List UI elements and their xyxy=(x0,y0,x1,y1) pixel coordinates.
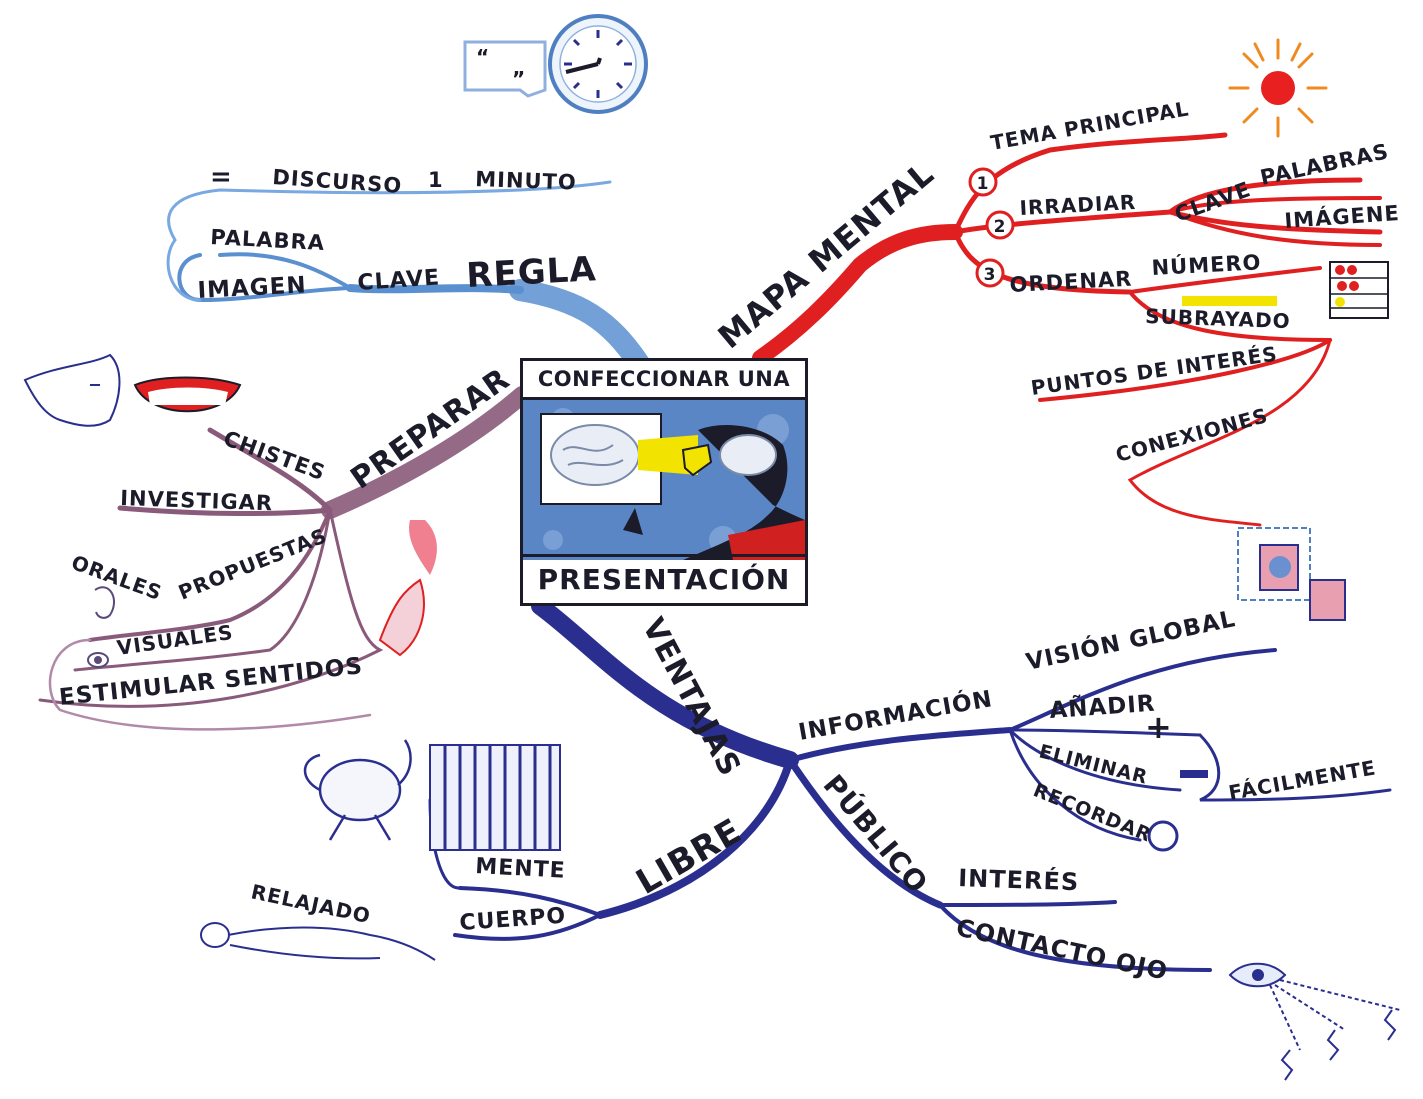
step-circles: 1 2 3 xyxy=(968,167,1015,288)
step-3-circle xyxy=(975,258,1005,288)
pointing-hand xyxy=(623,508,643,535)
subrayado-label: SUBRAYADO xyxy=(1145,304,1291,333)
brain-icon xyxy=(550,424,640,486)
cage-icon xyxy=(429,744,561,851)
conexiones-label: CONEXIONES xyxy=(1113,403,1271,467)
step-2-circle xyxy=(985,210,1015,240)
eye-icon xyxy=(87,652,109,668)
relaxed-person-icon xyxy=(200,922,436,961)
chistes-label: CHISTES xyxy=(220,426,329,485)
step-3-number: 3 xyxy=(984,265,997,285)
publico-label: PÚBLICO xyxy=(817,768,936,900)
central-title-bottom: PRESENTACIÓN xyxy=(523,554,805,603)
cuerpo-label: CUERPO xyxy=(459,904,567,936)
investigar-label: INVESTIGAR xyxy=(120,486,274,515)
informacion-label: INFORMACIÓN xyxy=(796,684,995,746)
equals-sign: = xyxy=(210,162,233,192)
regla-label: REGLA xyxy=(465,249,597,296)
vision-global-label: VISIÓN GLOBAL xyxy=(1023,604,1238,676)
interes-label: INTERÉS xyxy=(958,863,1080,896)
eliminar-label: ELIMINAR xyxy=(1037,741,1150,789)
libre-label: LIBRE xyxy=(630,811,749,903)
mapa-mental-label: MAPA MENTAL xyxy=(711,154,942,356)
mente-label: MENTE xyxy=(475,854,567,884)
dancing-brain-icon xyxy=(303,739,412,841)
minuto-label: MINUTO xyxy=(475,167,577,195)
imagen-label: IMAGEN xyxy=(197,272,307,304)
uno-label: 1 xyxy=(428,168,444,192)
watching-eye-icon xyxy=(1228,962,1401,1081)
central-illustration xyxy=(523,400,805,560)
central-title-top: CONFECCIONAR UNA xyxy=(523,361,805,400)
regla-branch xyxy=(166,180,651,376)
highlighter-mark xyxy=(1182,296,1277,306)
torch-icon xyxy=(378,520,437,657)
puzzle-icon xyxy=(1237,527,1346,621)
visuales-label: VISUALES xyxy=(115,620,234,660)
imagene-label: IMÁGENE xyxy=(1284,200,1401,233)
face-sketch-icon xyxy=(23,353,121,427)
recordar-label: RECORDAR xyxy=(1030,779,1155,846)
relajado-label: RELAJADO xyxy=(249,879,373,928)
plus-glyph: + xyxy=(1145,708,1173,746)
numero-label: NÚMERO xyxy=(1151,249,1262,280)
step-2-number: 2 xyxy=(994,217,1007,237)
preparar-branch xyxy=(38,386,531,731)
recordar-ring-icon xyxy=(1147,820,1179,852)
plus-sign-icon: + xyxy=(1145,708,1173,746)
contacto-ojo-label: CONTACTO OJO xyxy=(954,913,1171,985)
clock-icon xyxy=(548,14,648,114)
regla-clave-label: CLAVE xyxy=(357,265,441,296)
orales-label: ORALES xyxy=(68,550,165,605)
step-1-number: 1 xyxy=(977,174,990,194)
central-topic-box: CONFECCIONAR UNA PRESENTACIÓN xyxy=(520,358,808,606)
abacus-icon xyxy=(1329,261,1389,319)
ear-icon xyxy=(94,586,115,619)
speech-bubble-icon: “ ” xyxy=(463,40,547,98)
palabra-label: PALABRA xyxy=(210,225,326,255)
quote-open-glyph: “ xyxy=(476,45,490,69)
anadir-label: AÑADIR xyxy=(1048,689,1156,724)
sun-icon xyxy=(1228,38,1328,138)
smiling-mouth-icon xyxy=(133,376,242,413)
presentation-scene-icon xyxy=(523,400,805,560)
light-beam xyxy=(638,435,698,475)
quote-close-glyph: ” xyxy=(512,67,526,91)
step-1-circle xyxy=(968,167,998,197)
minus-sign-icon xyxy=(1180,770,1208,778)
